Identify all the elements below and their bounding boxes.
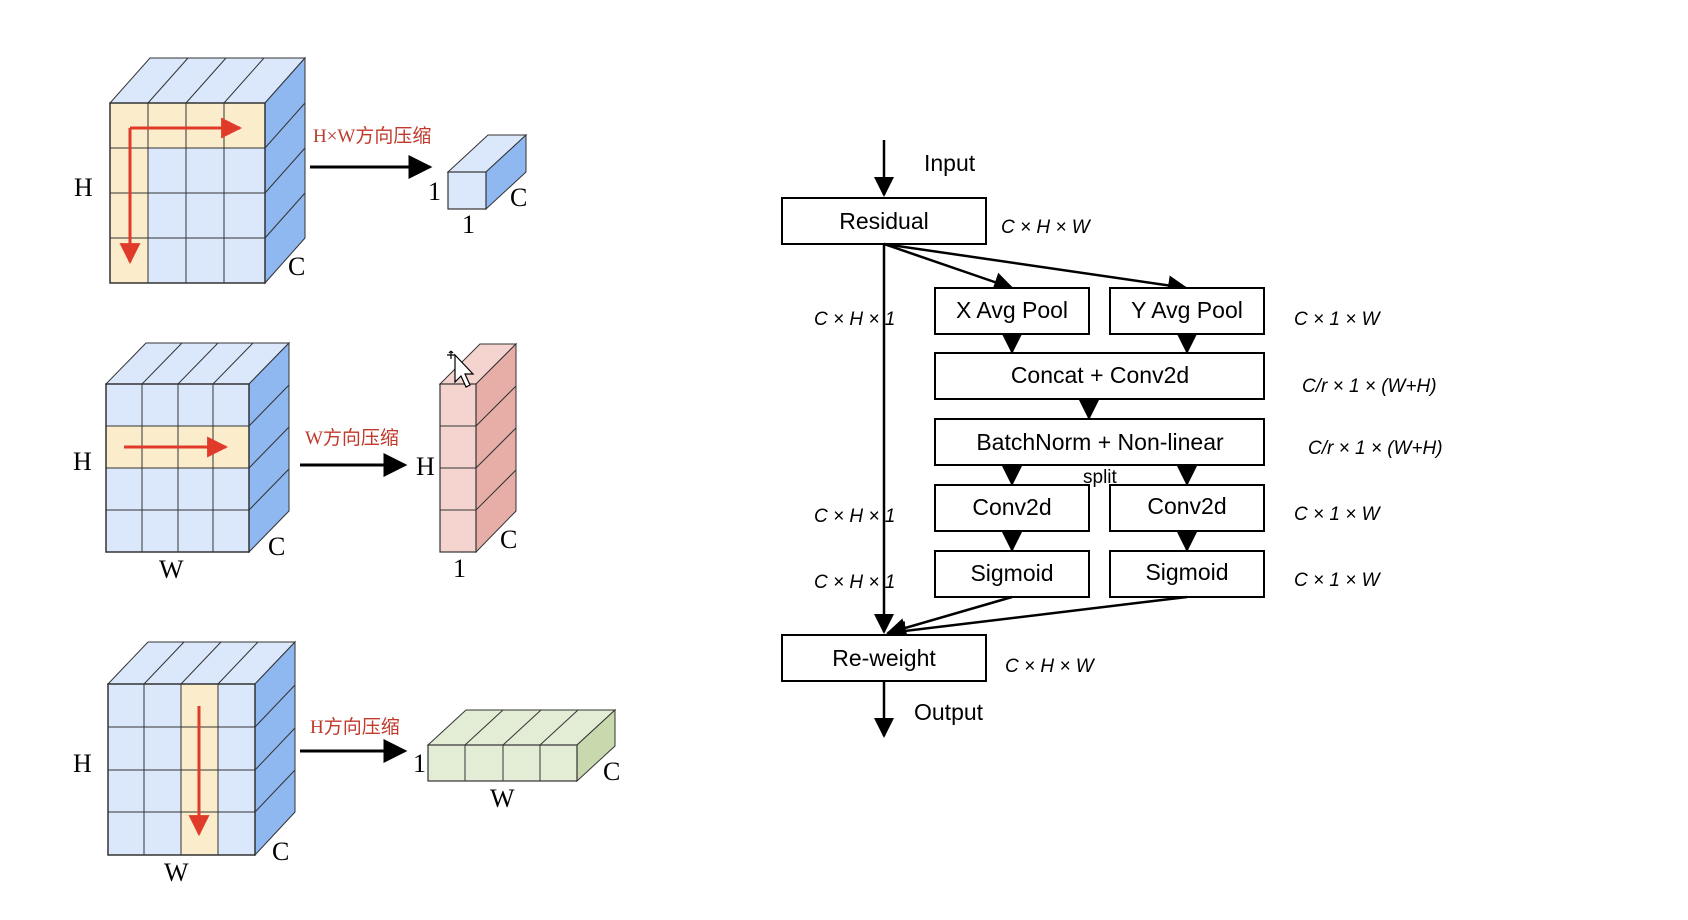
cube3-label-h: H <box>73 749 92 778</box>
x-avg-pool-box <box>934 287 1090 335</box>
dim-residual: C × H × W <box>1001 217 1092 238</box>
concat-conv-label: Concat + Conv2d <box>1011 362 1189 388</box>
sigmoid-right-label: Sigmoid <box>1145 559 1228 585</box>
dim-sigmoid-right: C × 1 × W <box>1294 570 1382 591</box>
dim-y-pool: C × 1 × W <box>1294 309 1382 330</box>
sigmoid-right-box <box>1109 550 1265 598</box>
cube-h-compression <box>106 640 297 857</box>
cube2-label-w: W <box>159 555 184 584</box>
result2-label-h: H <box>416 452 435 481</box>
cube3-arrow-caption: H方向压缩 <box>310 716 400 738</box>
cube2-label-h: H <box>73 447 92 476</box>
result3-label-c: C <box>603 757 620 786</box>
dim-conv-right: C × 1 × W <box>1294 504 1382 525</box>
batchnorm-box <box>934 418 1265 466</box>
result2-label-1: 1 <box>453 554 466 583</box>
cube1-label-c: C <box>288 252 305 281</box>
result1-label-c: C <box>510 183 527 212</box>
output-label: Output <box>914 699 984 725</box>
cube1-label-h: H <box>74 173 93 202</box>
residual-label: Residual <box>839 208 929 234</box>
result-1xwxc <box>426 708 617 783</box>
batchnorm-label: BatchNorm + Non-linear <box>976 429 1224 455</box>
coordinate-attention-flowchart: Input Residual C × H × W X Avg Pool Y Av… <box>781 140 1443 738</box>
result-hx1xc <box>438 342 518 554</box>
y-avg-pool-label: Y Avg Pool <box>1131 297 1243 323</box>
result-1x1xc <box>446 133 528 211</box>
dim-batchnorm: C/r × 1 × (W+H) <box>1308 438 1443 459</box>
cube3-label-c: C <box>272 837 289 866</box>
cube1-arrow-caption: H×W方向压缩 <box>313 125 431 147</box>
reweight-label: Re-weight <box>832 645 936 671</box>
dim-sigmoid-left: C × H × 1 <box>814 572 895 593</box>
dim-x-pool: C × H × 1 <box>814 309 895 330</box>
conv2d-left-box <box>934 484 1090 532</box>
dim-conv-left: C × H × 1 <box>814 506 895 527</box>
dim-reweight: C × H × W <box>1005 656 1096 677</box>
result1-label-1a: 1 <box>428 177 441 206</box>
x-avg-pool-label: X Avg Pool <box>956 297 1068 323</box>
conv2d-right-label: Conv2d <box>1147 493 1226 519</box>
cube2-arrow-caption: W方向压缩 <box>305 427 399 449</box>
cube3-label-w: W <box>164 858 189 887</box>
result3-label-1: 1 <box>413 749 426 778</box>
dim-concat: C/r × 1 × (W+H) <box>1302 376 1437 397</box>
input-label: Input <box>924 150 976 176</box>
result3-label-w: W <box>490 784 515 813</box>
mouse-cursor-icon <box>447 350 475 388</box>
cube-w-compression <box>104 341 291 554</box>
y-avg-pool-box <box>1109 287 1265 335</box>
residual-box <box>781 197 987 245</box>
result1-label-1b: 1 <box>462 210 475 239</box>
result2-label-c: C <box>500 525 517 554</box>
sigmoid-left-label: Sigmoid <box>970 560 1053 586</box>
cube-hw-compression <box>108 56 307 285</box>
cube2-label-c: C <box>268 532 285 561</box>
concat-conv-box <box>934 352 1265 400</box>
conv2d-left-label: Conv2d <box>972 494 1051 520</box>
sigmoid-left-box <box>934 550 1090 598</box>
split-label: split <box>1083 467 1118 488</box>
